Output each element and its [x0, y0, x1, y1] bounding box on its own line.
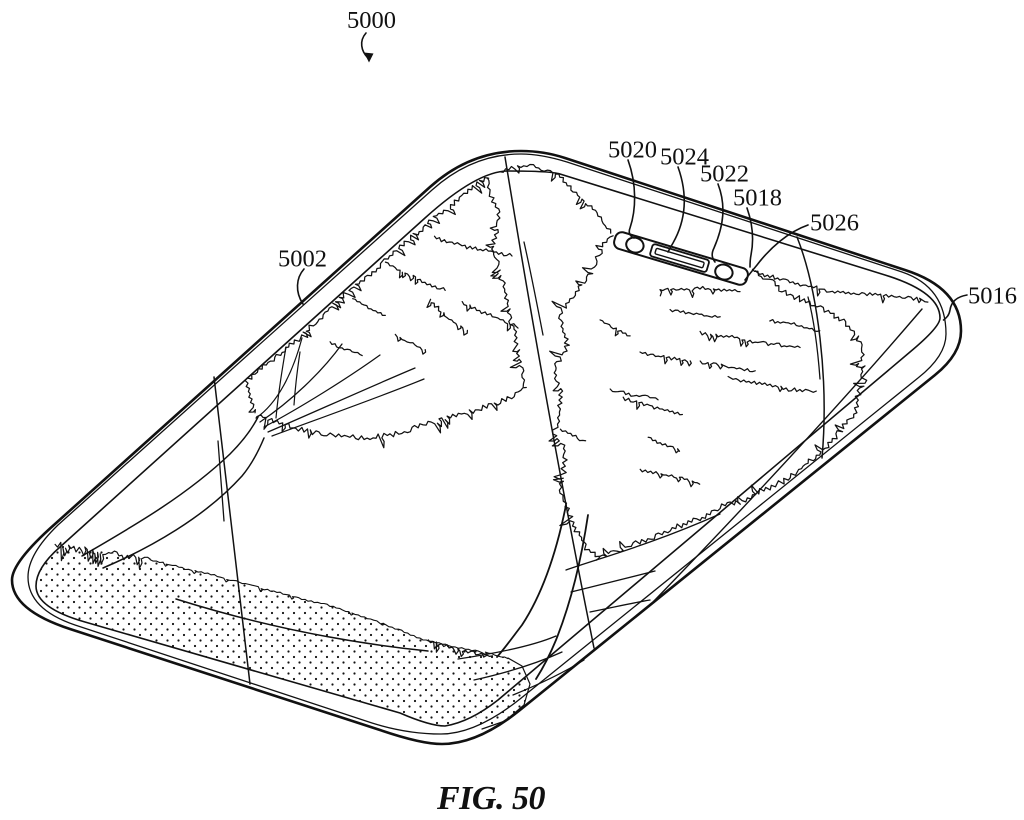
- svg-text:5002: 5002: [278, 246, 327, 273]
- svg-text:5018: 5018: [733, 185, 782, 212]
- svg-text:5022: 5022: [700, 161, 749, 188]
- svg-text:FIG. 50: FIG. 50: [436, 780, 545, 817]
- svg-text:5026: 5026: [810, 210, 859, 237]
- svg-text:5024: 5024: [660, 144, 709, 171]
- svg-text:5020: 5020: [608, 137, 657, 164]
- svg-text:5016: 5016: [968, 283, 1017, 310]
- svg-text:5000: 5000: [347, 7, 396, 34]
